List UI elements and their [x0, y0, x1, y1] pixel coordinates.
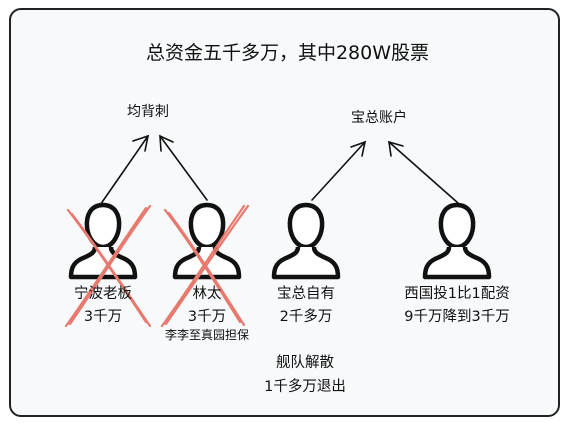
person-amount-baozong: 2千多万	[279, 309, 333, 325]
arrow-lintai-to-junbeici	[159, 134, 208, 201]
person-note-lintai: 李李至真园担保	[164, 328, 249, 342]
person-icon-baozong	[274, 205, 338, 277]
target-label-junbeici: 均背刺	[127, 104, 169, 120]
person-name-lintai: 林太	[192, 286, 222, 302]
person-icon-xiguotou	[425, 205, 489, 277]
target-label-baozong-account: 宝总账户	[351, 110, 407, 126]
person-amount-ningbo: 3千万	[83, 309, 123, 325]
fleet-exit-amount: 1千多万退出	[264, 379, 346, 395]
person-amount-lintai: 3千万	[187, 309, 227, 325]
cross-mark-lintai	[160, 204, 250, 328]
diagram-title: 总资金五千多万，其中280W股票	[145, 42, 430, 64]
arrow-xiguotou-to-account	[388, 140, 459, 204]
person-name-baozong: 宝总自有	[277, 286, 335, 302]
person-name-xiguotou: 西国投1比1配资	[404, 286, 510, 302]
person-amount-xiguotou: 9千万降到3千万	[404, 309, 510, 325]
fleet-status: 舰队解散	[276, 355, 334, 371]
arrow-baozong-to-account	[311, 140, 367, 201]
person-name-ningbo: 宁波老板	[74, 286, 132, 302]
cross-mark-ningbo	[64, 204, 152, 328]
arrow-ningbo-to-junbeici	[97, 134, 150, 209]
